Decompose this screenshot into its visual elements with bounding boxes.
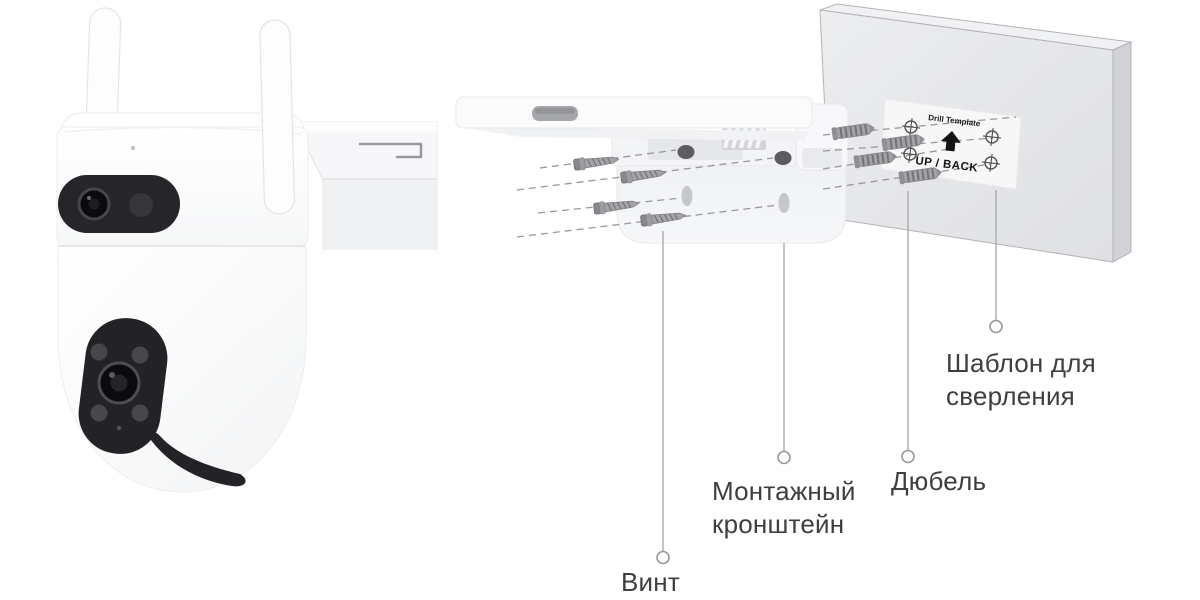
drill-mark-icon [902, 118, 920, 136]
camera-mount-plate [293, 121, 438, 250]
dowel-graphic [831, 123, 875, 141]
status-led-hole [116, 425, 122, 431]
screw-graphic [620, 169, 667, 184]
callout-leaders [662, 190, 997, 551]
drill-mark-icon [901, 145, 919, 163]
bracket-hole [774, 151, 792, 165]
callout-dot [989, 319, 1003, 334]
callout-dowel-label: Дюбель [891, 466, 987, 496]
screw-graphic [573, 156, 620, 171]
screw-guide-line [516, 204, 779, 238]
screw-dashed-guides [516, 149, 779, 238]
dowel-graphic [853, 151, 897, 169]
bracket-plate-lip [460, 127, 810, 141]
screw-guide-line [516, 157, 774, 191]
callout-dot [656, 550, 670, 565]
lens-panel [58, 175, 180, 233]
callout-dot [901, 449, 915, 464]
bracket-top-slot-inner [535, 108, 575, 114]
bracket-hole [778, 193, 790, 213]
bracket-hole [677, 145, 695, 159]
bracket-top-plate [455, 96, 813, 129]
mic-hole [131, 146, 135, 150]
drill-marks [901, 118, 1001, 172]
dowel-guide-line [822, 116, 1017, 136]
screw-graphic [593, 200, 640, 215]
bracket-hole [681, 186, 693, 206]
dowels [831, 123, 942, 185]
right-antenna [259, 19, 295, 215]
mount-plate-slot [358, 142, 423, 159]
callout-bracket-label: Монтажный кронштейн [712, 476, 856, 540]
gimbal-lens-window [78, 318, 246, 487]
callout-template-label: Шаблон для сверления [946, 348, 1096, 412]
wall-side-face [1112, 41, 1132, 263]
ir-led [90, 343, 108, 361]
callout-dots [656, 319, 1003, 565]
bracket-mechanism-detail [648, 138, 743, 160]
drill-mark-icon [982, 154, 1000, 172]
ir-led [131, 346, 149, 364]
callout-screw-label: Винт [621, 567, 680, 597]
drill-mark-icon [983, 128, 1001, 146]
screw-guide-line [539, 149, 677, 169]
screw-graphic [640, 212, 687, 227]
bracket-hook-notch [802, 148, 842, 168]
ir-led [90, 404, 108, 422]
screws [573, 156, 687, 227]
secondary-sensor [129, 193, 153, 217]
camera-graphic [56, 7, 438, 493]
up-arrow-icon [940, 131, 961, 152]
dowel-graphic [881, 134, 925, 152]
dowel-graphic [898, 167, 942, 185]
callout-dot [777, 450, 791, 465]
ir-led [131, 404, 149, 422]
